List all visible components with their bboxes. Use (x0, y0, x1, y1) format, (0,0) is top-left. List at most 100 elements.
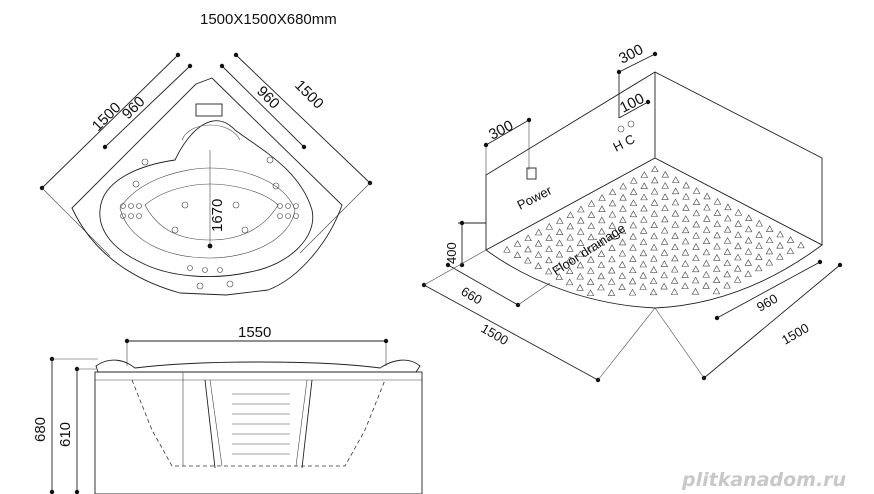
drainage-triangle (712, 287, 721, 295)
drainage-triangle (776, 230, 784, 238)
drainage-triangle (671, 232, 679, 239)
dim-line-outer-left (41, 54, 179, 189)
dim-height: 400 (444, 242, 459, 264)
drainage-triangle (724, 203, 732, 211)
drainage-triangle (524, 245, 532, 253)
drainage-triangle (608, 210, 617, 218)
dim-diagonal: 1670 (209, 199, 226, 232)
drainage-triangle (702, 226, 711, 233)
drainage-triangle (587, 255, 595, 263)
drainage-triangle (713, 242, 721, 250)
dim-top-left: 300 (486, 117, 516, 144)
drainage-triangle (702, 237, 711, 244)
drainage-triangle (598, 194, 606, 201)
drainage-triangle (629, 243, 637, 251)
dim-line-inner-right (221, 65, 305, 148)
drainage-triangle (723, 270, 731, 278)
label-hc: H C (611, 131, 638, 155)
drainage-triangle (713, 220, 721, 228)
drainage-triangle (640, 215, 648, 223)
drainage-triangle (545, 256, 553, 264)
drainage-triangle (672, 176, 680, 183)
drainage-triangle (639, 282, 647, 290)
drainage-triangle (619, 193, 627, 201)
drainage-triangle (618, 238, 627, 246)
drainage-triangle (597, 283, 605, 291)
drainage-triangle (607, 277, 616, 285)
drainage-triangle (713, 265, 721, 272)
drainage-triangle (524, 234, 532, 242)
drainage-triangle (555, 228, 564, 235)
drainage-triangle (671, 198, 680, 206)
drainage-triangle (650, 243, 658, 251)
drainage-triangle (671, 243, 679, 251)
drainage-triangle (629, 210, 638, 218)
drainage-triangle (692, 220, 700, 228)
drainage-triangle (566, 222, 574, 230)
drainage-triangle (723, 248, 732, 255)
drainage-triangle (640, 193, 648, 201)
drainage-triangle (576, 283, 584, 291)
drainage-triangle (608, 244, 616, 251)
drainage-triangle (744, 236, 753, 244)
drainage-triangle (639, 238, 648, 245)
jets-left (120, 158, 149, 219)
drainage-triangle (598, 205, 606, 212)
drainage-triangle (618, 272, 626, 279)
dim-outer-right: 1500 (291, 77, 327, 113)
drainage-triangle (702, 248, 711, 256)
drainage-triangle (639, 249, 648, 257)
drainage-triangle (681, 237, 690, 245)
drainage-triangle (619, 216, 627, 223)
drainage-triangle (555, 239, 564, 247)
drainage-triangle (598, 216, 606, 224)
drainage-triangle (629, 221, 637, 229)
drainage-triangle (650, 266, 658, 273)
drainage-triangle (587, 244, 595, 252)
drainage-triangle (703, 214, 711, 222)
drainage-triangle (692, 243, 700, 250)
drainage-triangle (534, 262, 543, 269)
drainage-triangle (734, 208, 743, 216)
drainage-triangle (639, 271, 647, 279)
drainage-triangle (587, 211, 596, 218)
drainage-triangle (513, 240, 522, 247)
drainage-triangle (650, 254, 658, 262)
dim-inner-left: 960 (119, 93, 149, 123)
jets-bottom (171, 201, 249, 290)
drainage-triangle (660, 271, 668, 279)
drainage-triangle (649, 277, 658, 284)
drainage-triangle (597, 250, 606, 257)
drainage-triangle (503, 245, 511, 253)
drainage-triangle (629, 188, 638, 195)
tub-outline (71, 77, 343, 296)
drainage-triangle (586, 278, 595, 285)
drainage-triangle (755, 242, 763, 249)
drainage-triangle (776, 252, 784, 260)
drainage-triangle (587, 199, 596, 207)
drainage-triangle (660, 282, 668, 290)
dim-right-inner: 960 (754, 291, 780, 315)
drainage-triangle (651, 165, 659, 173)
drainage-triangle (755, 253, 763, 260)
drainage-triangle (555, 250, 564, 258)
drainage-triangle (629, 199, 638, 206)
drainage-triangle (576, 239, 585, 246)
wall-back (485, 71, 823, 250)
drainage-triangle (577, 216, 585, 224)
tub-side-panel (94, 371, 423, 494)
drainage-triangle (733, 275, 742, 283)
drainage-triangle (566, 256, 574, 263)
dim-front-outer: 1500 (479, 321, 512, 348)
drainage-triangle (661, 193, 669, 200)
drainage-triangle (608, 221, 616, 229)
drainage-triangle (776, 241, 784, 249)
drainage-triangle (660, 249, 669, 256)
drainage-triangle (744, 259, 753, 266)
drainage-triangle (692, 265, 700, 273)
drainage-triangle (640, 204, 648, 212)
drainage-triangle (629, 266, 637, 274)
drainage-triangle (587, 266, 595, 274)
drainage-triangle (765, 236, 774, 244)
drainage-triangle (661, 204, 669, 212)
